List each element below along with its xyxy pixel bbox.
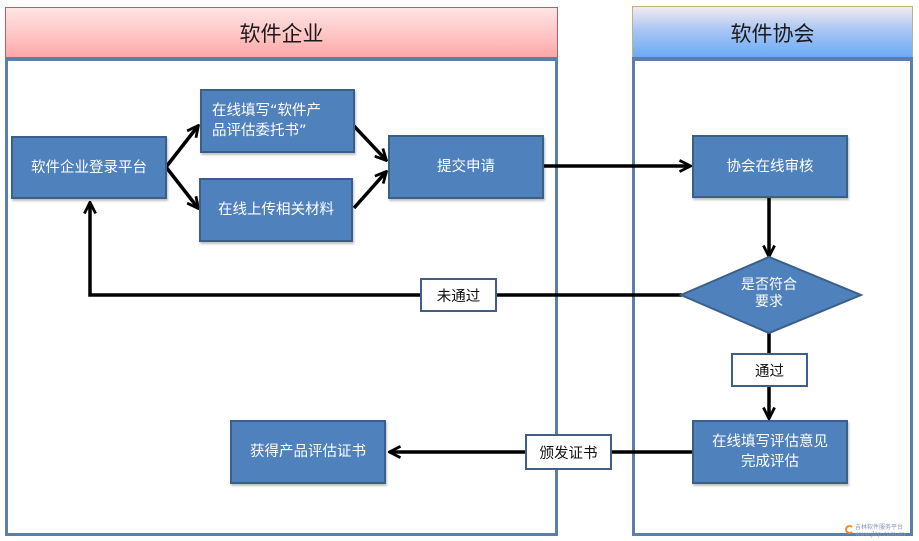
arrow-login-to-upload: [164, 165, 198, 208]
lane-title-association: 软件协会: [730, 21, 815, 46]
node-fill-commission-form: 在线填写“软件产 品评估委托书”: [200, 89, 355, 153]
decision-line1: 是否符合: [741, 277, 797, 293]
evaluate-line2: 完成评估: [741, 454, 799, 470]
lane-title-enterprise: 软件企业: [239, 22, 324, 46]
node-complete-evaluation: 在线填写评估意见 完成评估: [692, 420, 848, 484]
fill-form-line2: 品评估委托书”: [212, 123, 307, 139]
watermark: 吉林软件服务平台 www.jlsp.com.cn: [855, 524, 906, 538]
arrow-upload-to-submit: [352, 172, 386, 210]
decision-diamond: [678, 255, 864, 335]
decision-label: 是否符合 要求: [720, 277, 818, 311]
node-association-review: 协会在线审核: [692, 135, 848, 198]
label-issue-certificate: 颁发证书: [525, 434, 612, 470]
evaluate-line1: 在线填写评估意见: [712, 434, 828, 450]
arrow-login-to-fill: [164, 126, 198, 169]
fill-form-line1: 在线填写“软件产: [212, 103, 322, 119]
watermark-logo-icon: [845, 525, 854, 534]
node-obtain-certificate: 获得产品评估证书: [230, 420, 386, 484]
arrow-fill-to-submit: [352, 124, 386, 160]
label-rejected: 未通过: [420, 278, 497, 312]
arrow-rejected-to-login: [90, 203, 682, 297]
node-submit-application: 提交申请: [388, 135, 544, 199]
label-passed: 通过: [731, 353, 808, 387]
lane-header-enterprise: 软件企业: [5, 7, 558, 59]
node-upload-materials: 在线上传相关材料: [199, 178, 353, 242]
node-login-platform: 软件企业登录平台: [11, 136, 167, 199]
decision-line2: 要求: [755, 294, 783, 310]
